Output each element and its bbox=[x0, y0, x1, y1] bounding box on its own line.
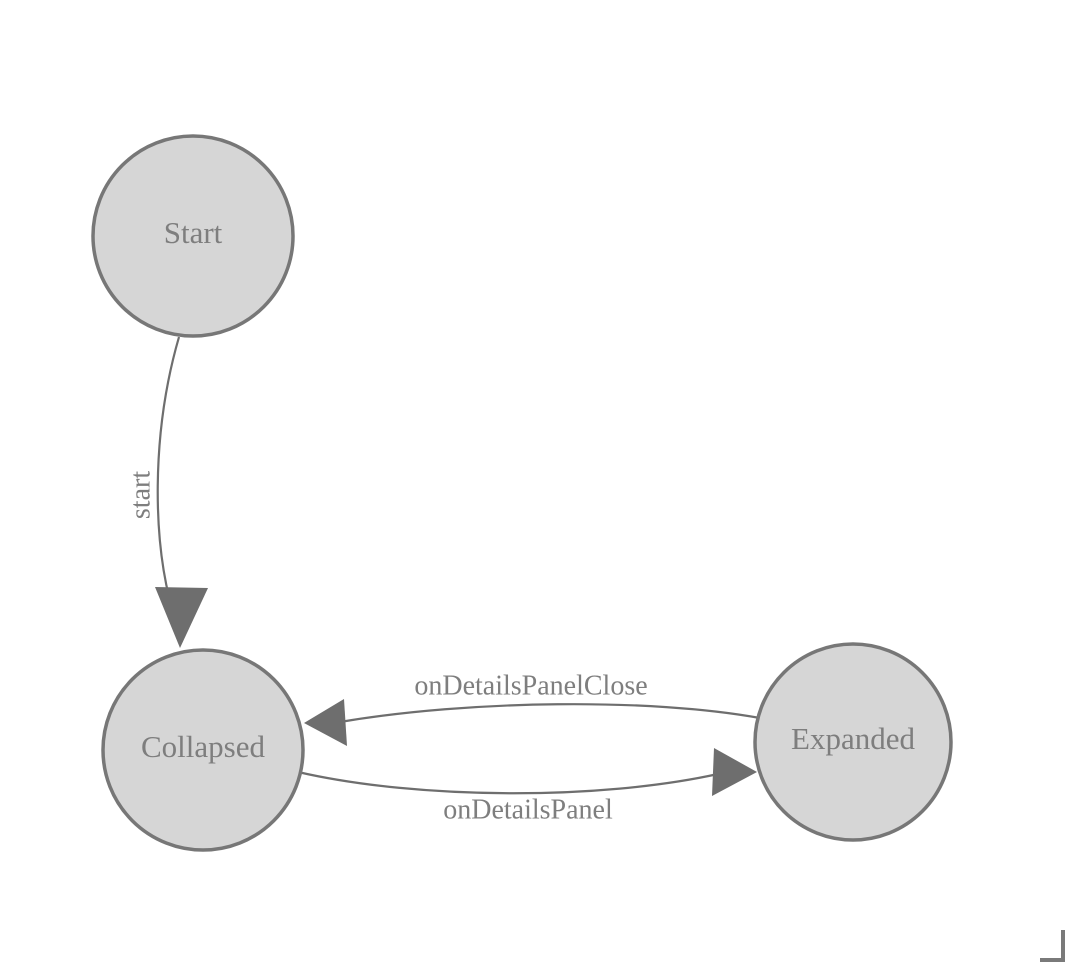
edge-start-to-collapsed-arrowhead bbox=[155, 587, 208, 648]
edge-expanded-to-collapsed-path bbox=[339, 703, 761, 724]
edge-start-to-collapsed-path bbox=[156, 336, 181, 626]
state-node-expanded-circle bbox=[753, 642, 953, 842]
edge-collapsed-to-expanded-arrowhead bbox=[712, 748, 757, 796]
edge-collapsed-to-expanded[interactable]: onDetailsPanel bbox=[297, 748, 757, 825]
state-node-start-circle bbox=[91, 134, 295, 338]
state-node-collapsed-circle bbox=[101, 648, 305, 852]
state-node-expanded[interactable]: Expanded bbox=[753, 642, 953, 842]
edge-collapsed-to-expanded-path bbox=[297, 770, 719, 795]
state-node-start-label: Start bbox=[164, 215, 223, 250]
edge-collapsed-to-expanded-label: onDetailsPanel bbox=[443, 794, 613, 825]
edge-expanded-to-collapsed[interactable]: onDetailsPanelClose bbox=[304, 670, 761, 746]
state-node-start[interactable]: Start bbox=[91, 134, 295, 338]
edge-expanded-to-collapsed-label: onDetailsPanelClose bbox=[414, 670, 647, 701]
state-node-expanded-label: Expanded bbox=[791, 721, 915, 756]
edge-expanded-to-collapsed-arrowhead bbox=[304, 699, 347, 746]
canvas-corner-rule bbox=[1040, 930, 1065, 962]
state-node-collapsed[interactable]: Collapsed bbox=[101, 648, 305, 852]
state-node-collapsed-label: Collapsed bbox=[141, 729, 265, 764]
edge-start-to-collapsed-label: start bbox=[125, 471, 156, 519]
edge-start-to-collapsed[interactable]: start bbox=[125, 336, 208, 648]
